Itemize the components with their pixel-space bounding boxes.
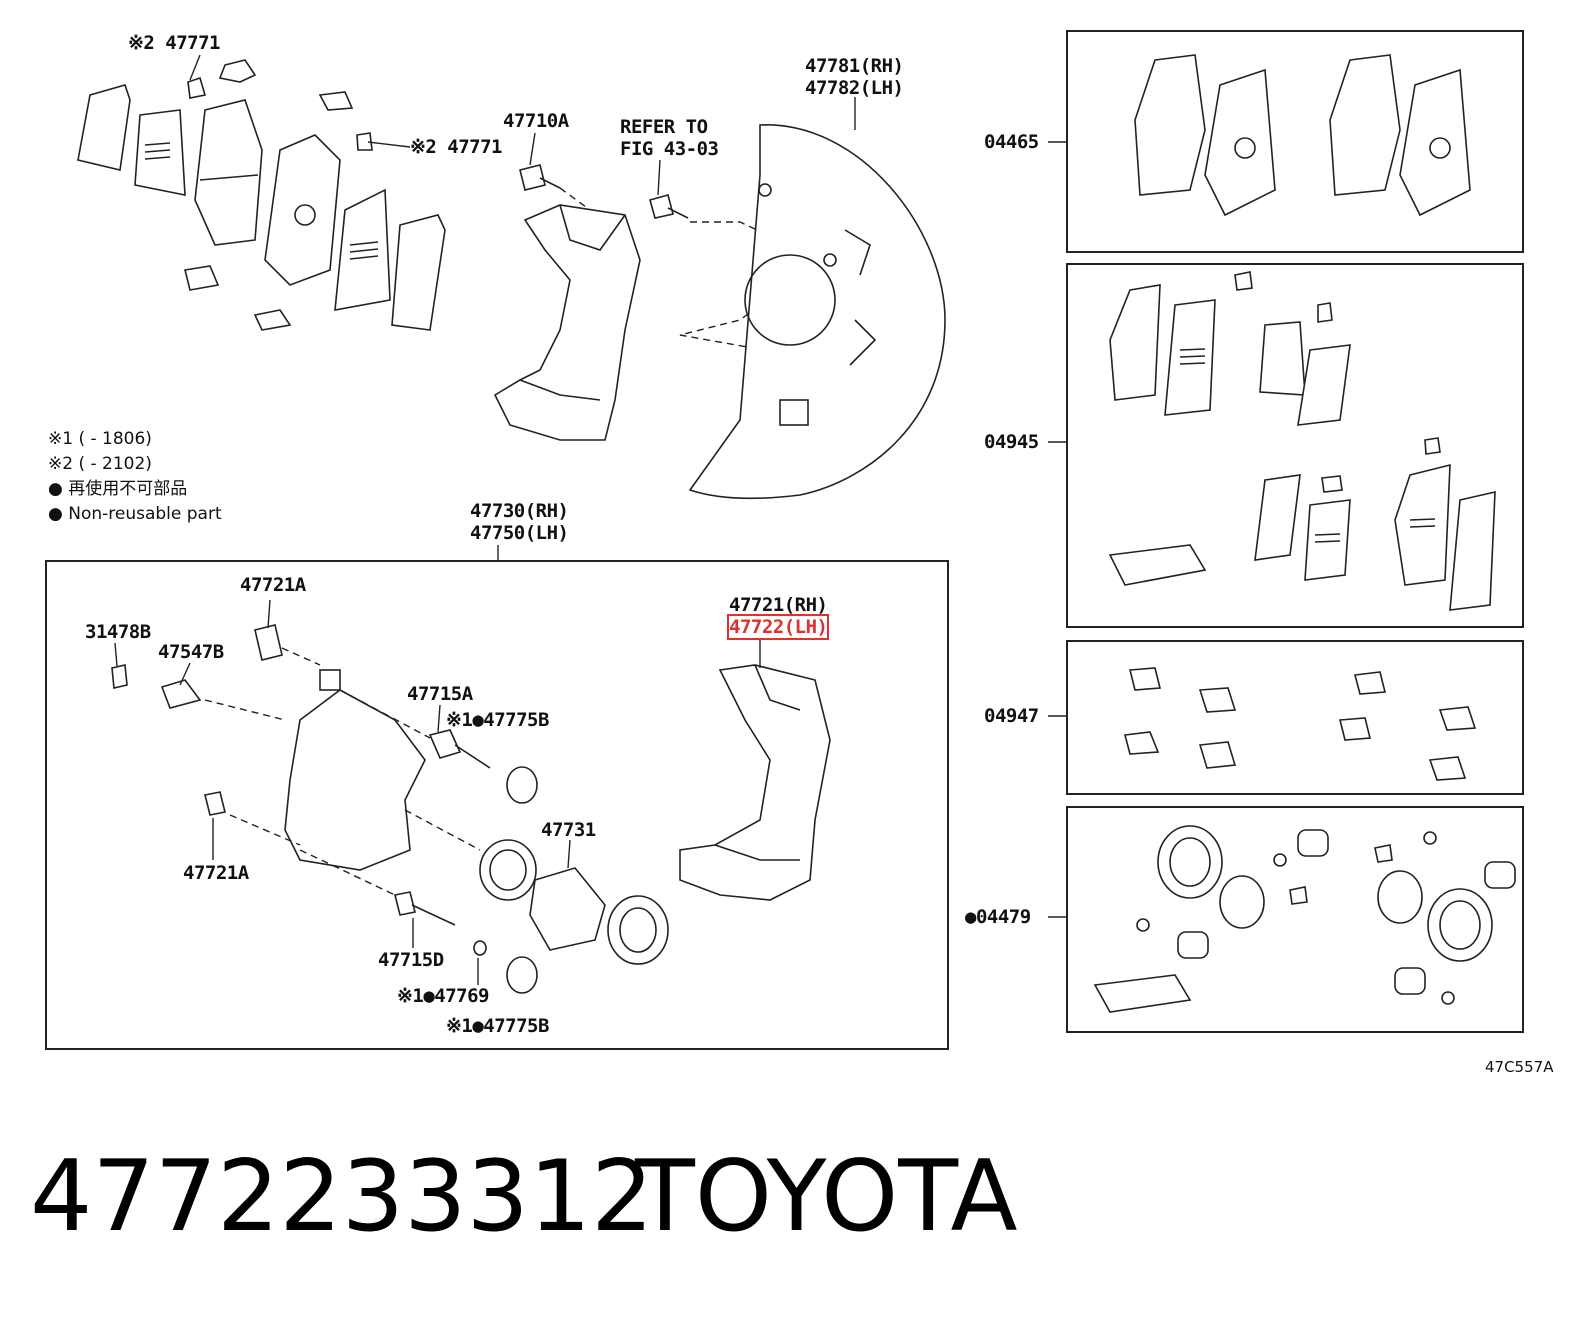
kit-04465-frame	[1066, 30, 1524, 253]
caliper-mount-top	[493, 204, 641, 441]
kit-04947-frame	[1066, 640, 1524, 795]
legend-note-1: ※1 ( - 1806)	[48, 429, 152, 449]
kit-04945-frame	[1066, 263, 1524, 628]
callout-47775B-bottom[interactable]: ※1●47775B	[446, 1015, 549, 1037]
callout-47730-rh[interactable]: 47730(RH)	[470, 500, 569, 522]
callout-47782-lh[interactable]: 47782(LH)	[805, 77, 904, 99]
legend-note-4: ● Non-reusable part	[48, 504, 222, 524]
callout-47715D[interactable]: 47715D	[378, 949, 444, 971]
callout-47771-top[interactable]: ※2 47771	[128, 32, 221, 54]
figure-code: 47C557A	[1485, 1058, 1554, 1076]
brake-pad-group-top-left	[77, 59, 446, 331]
kit-04945-pads	[1108, 271, 1496, 611]
footer-brand: TOYOTA	[635, 1140, 1018, 1254]
refer-note-line1[interactable]: REFER TO	[620, 116, 708, 138]
disc-dust-shield	[688, 124, 946, 500]
callout-47750-lh[interactable]: 47750(LH)	[470, 522, 569, 544]
callout-47721A-top[interactable]: 47721A	[240, 574, 306, 596]
callout-47721-rh[interactable]: 47721(RH)	[729, 594, 828, 616]
callout-47775B-top[interactable]: ※1●47775B	[446, 709, 549, 731]
callout-47771-mid[interactable]: ※2 47771	[410, 136, 503, 158]
callout-31478B[interactable]: 31478B	[85, 621, 151, 643]
caliper-assembly-frame	[45, 560, 949, 1050]
footer-part-number: 4772233312	[30, 1140, 654, 1254]
kit-04479-frame	[1066, 806, 1524, 1033]
callout-47781-rh[interactable]: 47781(RH)	[805, 55, 904, 77]
callout-47710A[interactable]: 47710A	[503, 110, 569, 132]
kit-label-04479[interactable]: ●04479	[965, 906, 1031, 928]
callout-47722-lh-highlighted[interactable]: 47722(LH)	[726, 614, 830, 640]
callout-47731[interactable]: 47731	[541, 819, 596, 841]
leader-lines-kits	[1048, 141, 1066, 918]
kit-label-04945[interactable]: 04945	[984, 431, 1039, 453]
bolt-group-top	[519, 164, 822, 361]
leader-lines-top	[189, 54, 856, 560]
callout-47721A-bottom[interactable]: 47721A	[183, 862, 249, 884]
legend-notes: ※1 ( - 1806) ※2 ( - 2102) ● 再使用不可部品 ● No…	[48, 427, 222, 527]
kit-04947-clips	[1123, 667, 1477, 781]
callout-47715A[interactable]: 47715A	[407, 683, 473, 705]
legend-note-2: ※2 ( - 2102)	[48, 454, 152, 474]
kit-04465-pads	[1134, 54, 1471, 217]
refer-note-line2[interactable]: FIG 43-03	[620, 138, 719, 160]
callout-47547B[interactable]: 47547B	[158, 641, 224, 663]
callout-47769[interactable]: ※1●47769	[397, 985, 490, 1007]
legend-note-3: ● 再使用不可部品	[48, 479, 188, 499]
kit-04479-seals	[1093, 825, 1516, 1013]
caliper-assembly-detail	[111, 599, 831, 994]
kit-label-04947[interactable]: 04947	[984, 705, 1039, 727]
kit-label-04465[interactable]: 04465	[984, 131, 1039, 153]
